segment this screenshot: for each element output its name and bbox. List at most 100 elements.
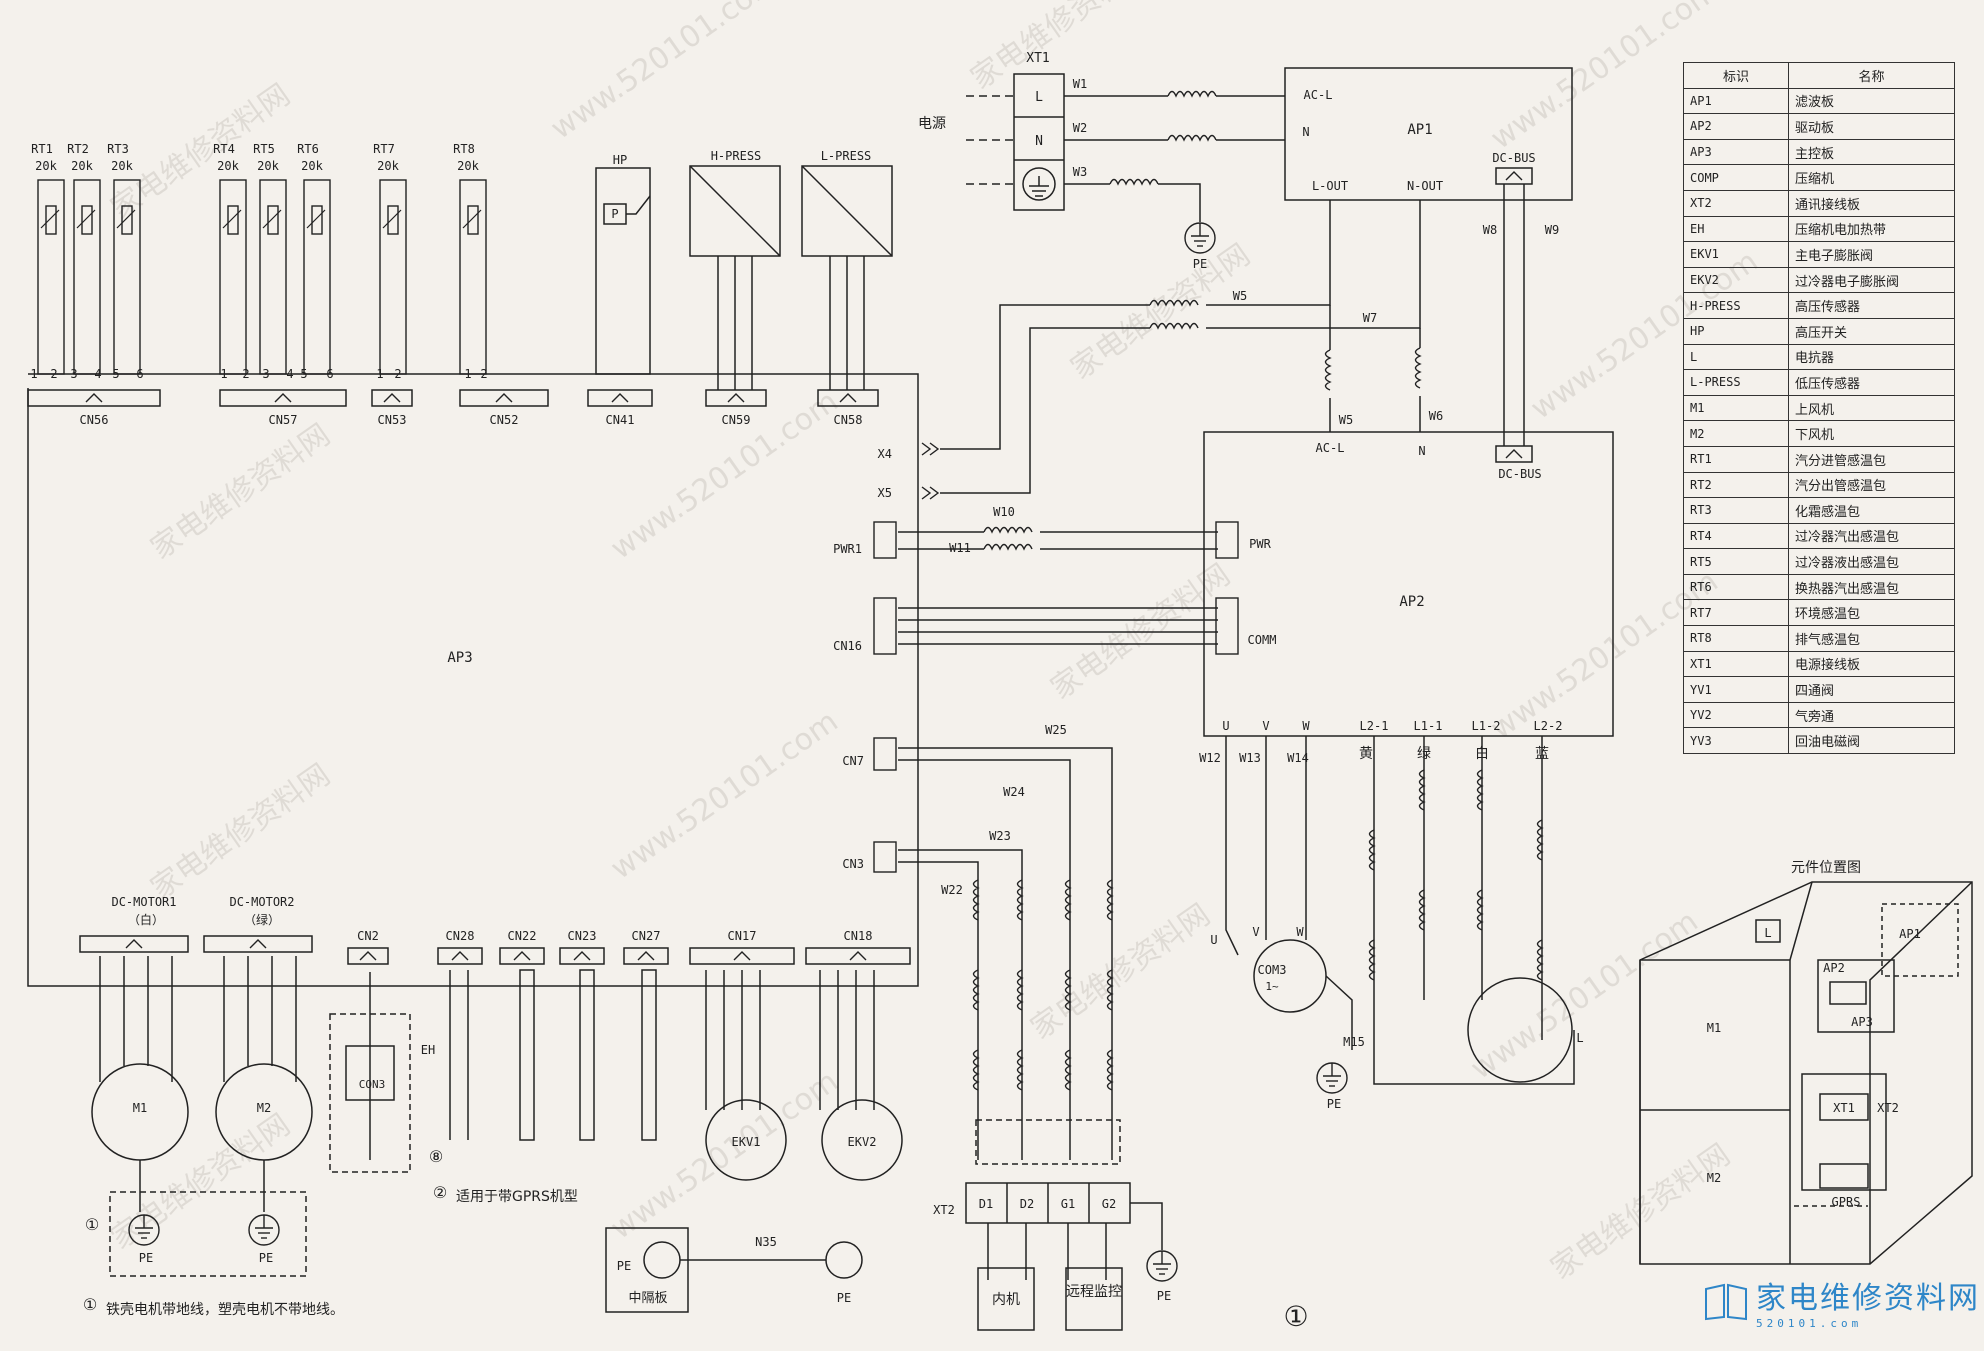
sensor-value: 20k <box>377 159 399 173</box>
pin-number: 2 <box>394 367 401 381</box>
legend-code: RT3 <box>1683 497 1789 524</box>
sensor-name: RT5 <box>253 142 275 156</box>
placement-title: 元件位置图 <box>1791 860 1861 876</box>
thermistor-slash <box>262 209 282 229</box>
fan-motor-m1-label: M1 <box>133 1101 147 1115</box>
ground-xt1 <box>1184 222 1216 254</box>
legend-code: EKV2 <box>1683 266 1789 294</box>
connector-cn57-mark <box>274 393 292 403</box>
connector-cn58 <box>817 389 879 407</box>
ap1-port: DC-BUS <box>1492 151 1535 165</box>
watermark-text: www.520101.com <box>545 0 785 147</box>
xt2-terminal: D1 <box>979 1197 993 1211</box>
placement-item: GPRS <box>1832 1195 1861 1209</box>
thermistor-icon <box>45 205 57 235</box>
connector-cn18 <box>805 947 911 965</box>
note-2-mark: ② <box>433 1183 447 1202</box>
placement-item: AP2 <box>1823 961 1845 975</box>
ap2-output: W <box>1302 719 1310 733</box>
thermistor-slash <box>222 209 242 229</box>
pe-label: PE <box>837 1291 851 1305</box>
wire-label: W8 <box>1483 223 1497 237</box>
legend-name: 四通阀 <box>1788 676 1955 703</box>
legend-code: HP <box>1683 317 1789 345</box>
connector-ap2-dcbus-mark <box>1505 449 1523 459</box>
connector-cn56 <box>27 389 161 407</box>
ap2-output: L1-2 <box>1472 719 1501 733</box>
wire-color-label: 白 <box>1475 746 1489 762</box>
indoor-unit-label: 内机 <box>992 1292 1020 1308</box>
pin-number: 4 <box>286 367 293 381</box>
ap2-port: AC-L <box>1316 441 1345 455</box>
sensor-value: 20k <box>257 159 279 173</box>
legend-name: 过冷器液出感温包 <box>1788 548 1955 575</box>
thermistor-icon <box>387 205 399 235</box>
connector-cn53 <box>371 389 413 407</box>
legend-name: 滤波板 <box>1788 87 1955 115</box>
wire-label: W5 <box>1339 413 1353 427</box>
wire-label: W12 <box>1199 751 1221 765</box>
wire-label: W6 <box>1429 409 1443 423</box>
connector-cn28 <box>437 947 483 965</box>
legend-name: 汽分出管感温包 <box>1788 471 1955 499</box>
pe-label: PE <box>1193 257 1207 271</box>
placement-item: M1 <box>1707 1021 1721 1035</box>
ap3-port: CN16 <box>833 639 862 653</box>
legend-name: 回油电磁阀 <box>1788 727 1955 755</box>
legend-header-name: 名称 <box>1788 62 1955 89</box>
remote-monitor-label: 远程监控 <box>1066 1284 1122 1300</box>
placement-item: M2 <box>1707 1171 1721 1185</box>
connector-cn59-body <box>705 389 767 407</box>
terminal-v: V <box>1252 925 1259 939</box>
wire-label: W1 <box>1073 77 1087 91</box>
connector-cn27 <box>623 947 669 965</box>
ap1-port: N-OUT <box>1407 179 1443 193</box>
connector-label: CN23 <box>568 929 597 943</box>
legend-code: AP1 <box>1683 87 1789 115</box>
connector-cn56-mark <box>85 393 103 403</box>
legend-name: 汽分进管感温包 <box>1788 445 1955 473</box>
legend-name: 过冷器电子膨胀阀 <box>1788 266 1955 294</box>
connector-ap1-dcbus-mark <box>1505 171 1523 181</box>
legend-code: RT8 <box>1683 625 1789 652</box>
side-connector <box>873 597 897 655</box>
connector-dc-motor2-body <box>203 935 313 953</box>
wire-label: W25 <box>1045 723 1067 737</box>
side-connector <box>1215 521 1239 559</box>
legend-code: RT6 <box>1683 573 1789 601</box>
ap3-port: X4 <box>878 447 892 461</box>
connector-dc-motor2 <box>203 935 313 953</box>
terminal-u: U <box>1210 933 1217 947</box>
terminal-w: W <box>1296 925 1304 939</box>
ap3-label: AP3 <box>447 650 472 666</box>
sensor-body <box>459 179 487 375</box>
connector-label: CN22 <box>508 929 537 943</box>
legend-code: EKV1 <box>1683 241 1789 268</box>
compressor-phase: 1~ <box>1265 980 1279 993</box>
legend-code: L-PRESS <box>1683 369 1789 396</box>
ap1-label: AP1 <box>1407 122 1432 138</box>
middle-plate-label: 中隔板 <box>628 1291 667 1306</box>
legend-code: M2 <box>1683 420 1789 447</box>
note-1-mark: ① <box>85 1215 99 1234</box>
side-connector <box>873 737 897 771</box>
connector-cn52-mark <box>495 393 513 403</box>
thermistor-icon <box>467 205 479 235</box>
watermark-text: www.520101.com <box>1465 904 1705 1087</box>
ap1-board-outline <box>1284 67 1573 201</box>
thermistor-icon <box>227 205 239 235</box>
connector-cn41-mark <box>611 393 629 403</box>
legend-name: 驱动板 <box>1788 113 1955 140</box>
thermistor-slash <box>76 209 96 229</box>
connector-cn56-body <box>27 389 161 407</box>
connector-cn58-body <box>817 389 879 407</box>
ap3-port: PWR1 <box>833 542 862 556</box>
pe-label: PE <box>617 1259 631 1273</box>
legend-code: AP3 <box>1683 138 1789 166</box>
sensor-value: 20k <box>217 159 239 173</box>
